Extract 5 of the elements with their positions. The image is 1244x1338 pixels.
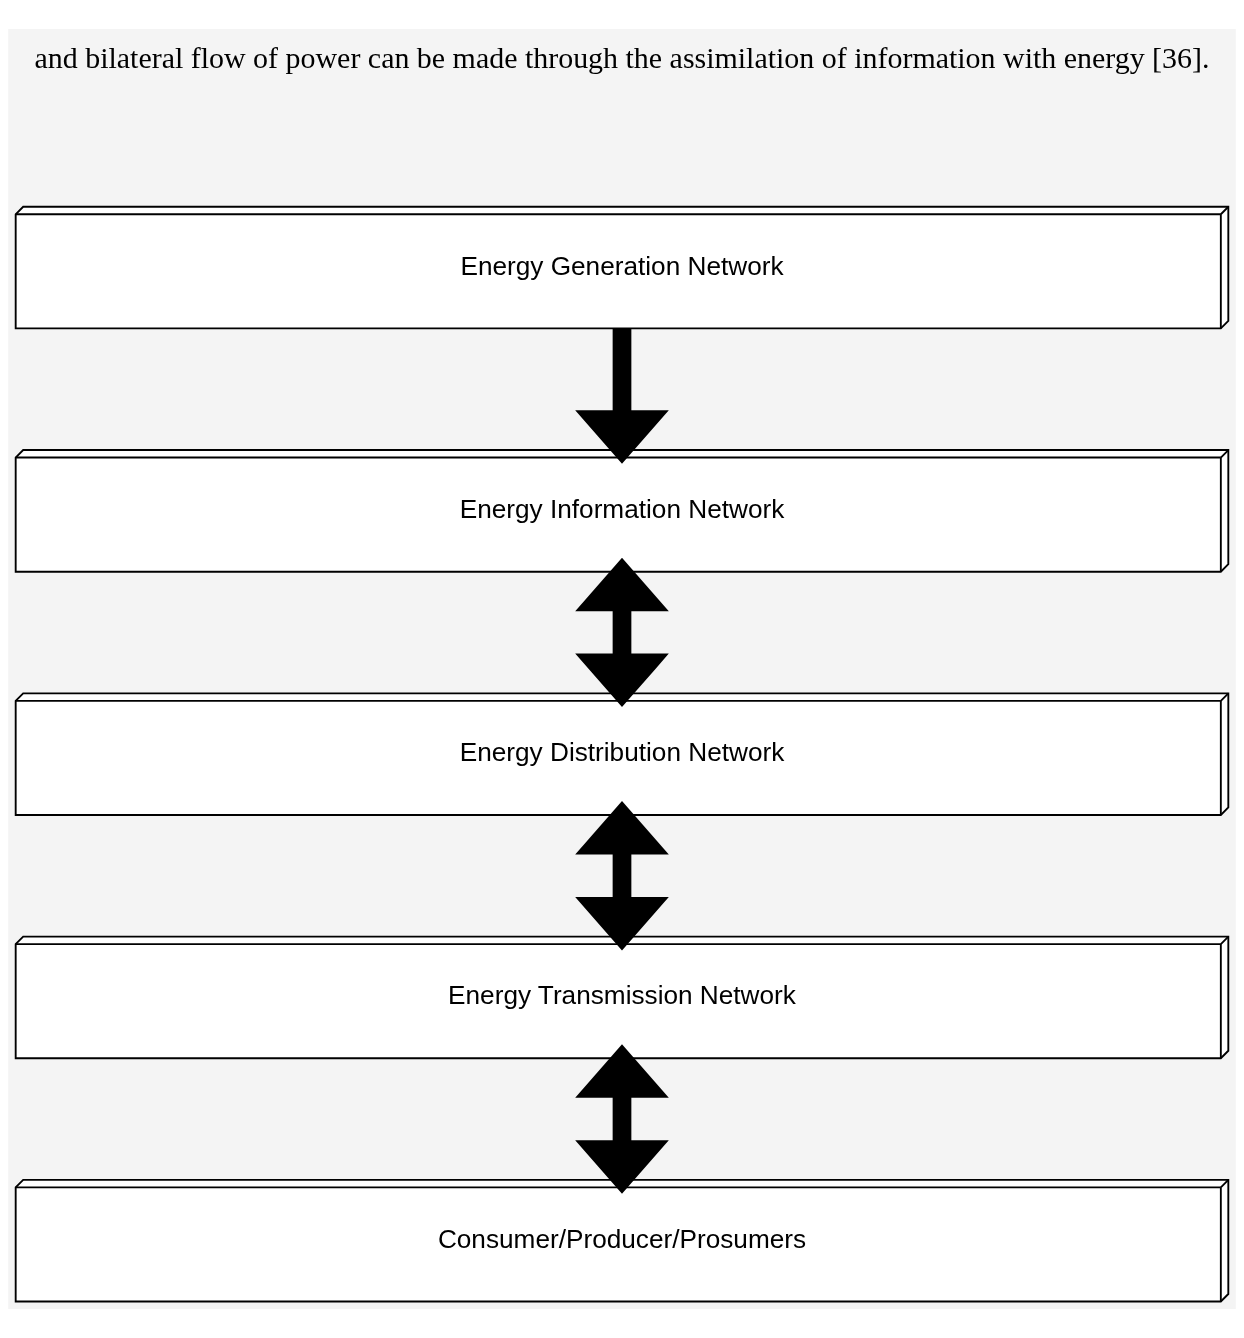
arrow [575, 1044, 669, 1194]
arrow [575, 801, 669, 951]
arrow [575, 557, 669, 708]
arrow [575, 328, 669, 464]
label: and bilateral flow of power can be made through the assimilation of information with energy [36]. [34, 40, 1210, 74]
